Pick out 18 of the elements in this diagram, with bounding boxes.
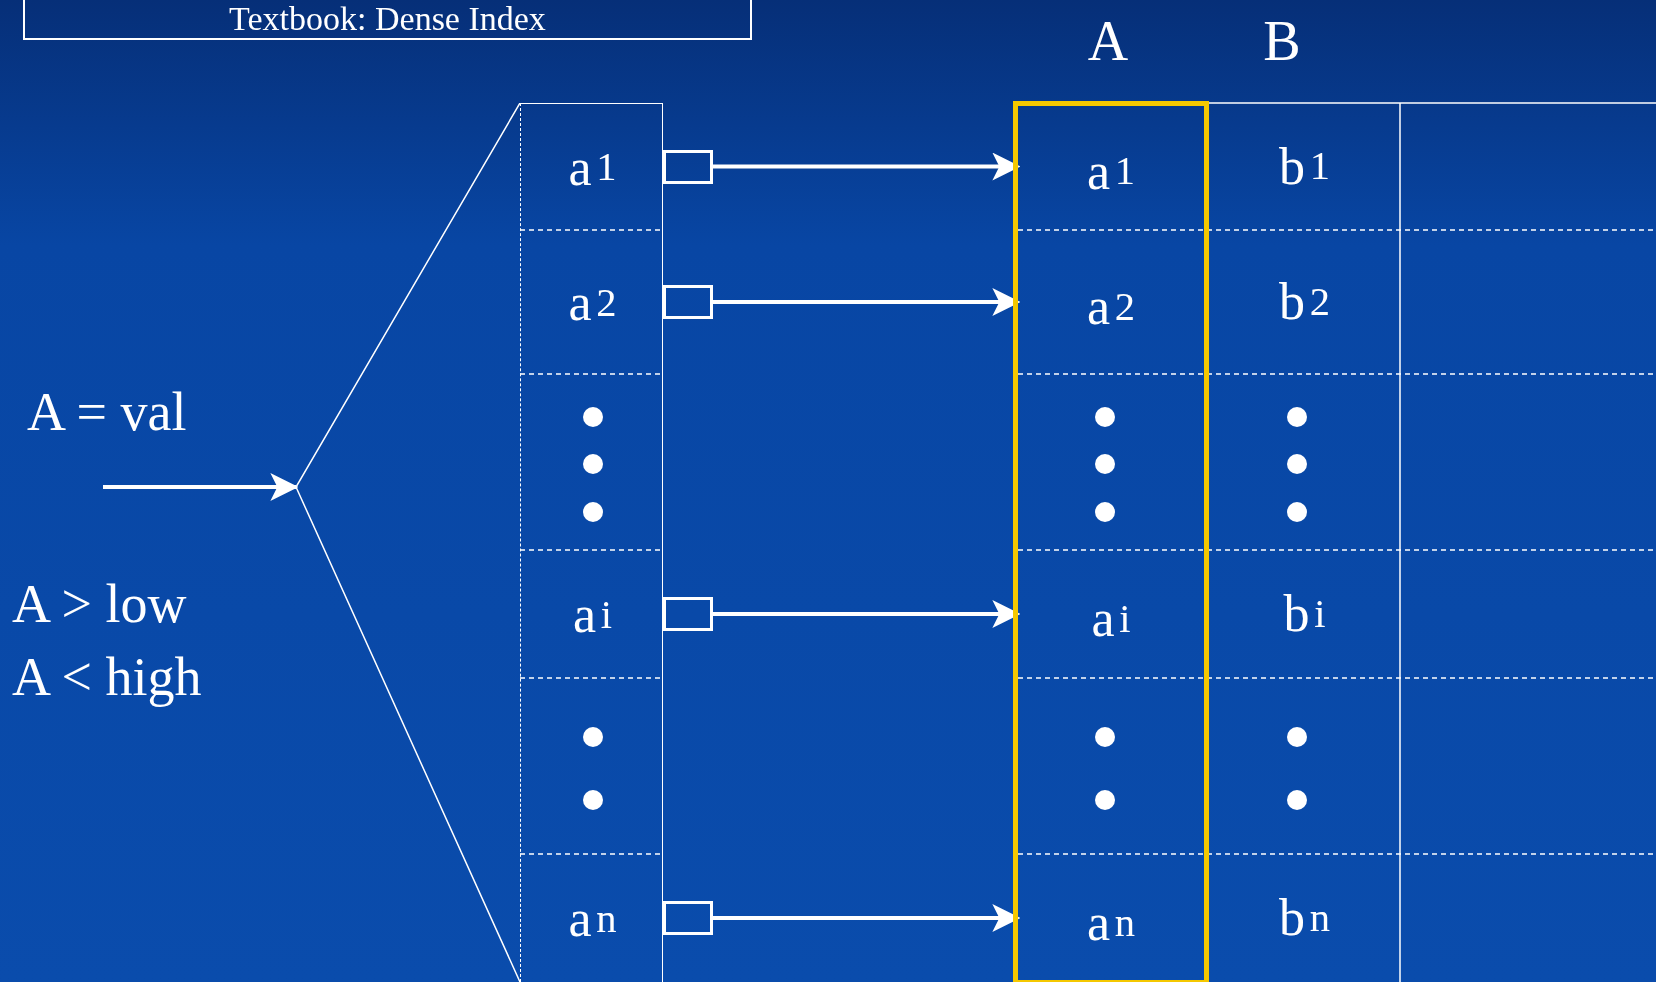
title: Textbook: Dense Index [23,0,752,40]
column-header: B [1262,9,1302,74]
arrow [713,288,1021,316]
query-condition: A < high [12,646,202,709]
arrow [713,904,1021,932]
pointer-box [663,285,713,319]
arrow [103,473,299,501]
pointer-box [663,597,713,631]
pointer-box [663,901,713,935]
query-condition: A = val [27,381,187,444]
highlighted-column [1013,101,1209,982]
index-table [520,103,663,982]
zoom-wedge [296,103,520,982]
query-condition: A > low [12,573,187,636]
column-header: A [1086,9,1130,74]
pointer-box [663,149,713,184]
arrow [713,152,1021,181]
arrow [713,600,1021,628]
